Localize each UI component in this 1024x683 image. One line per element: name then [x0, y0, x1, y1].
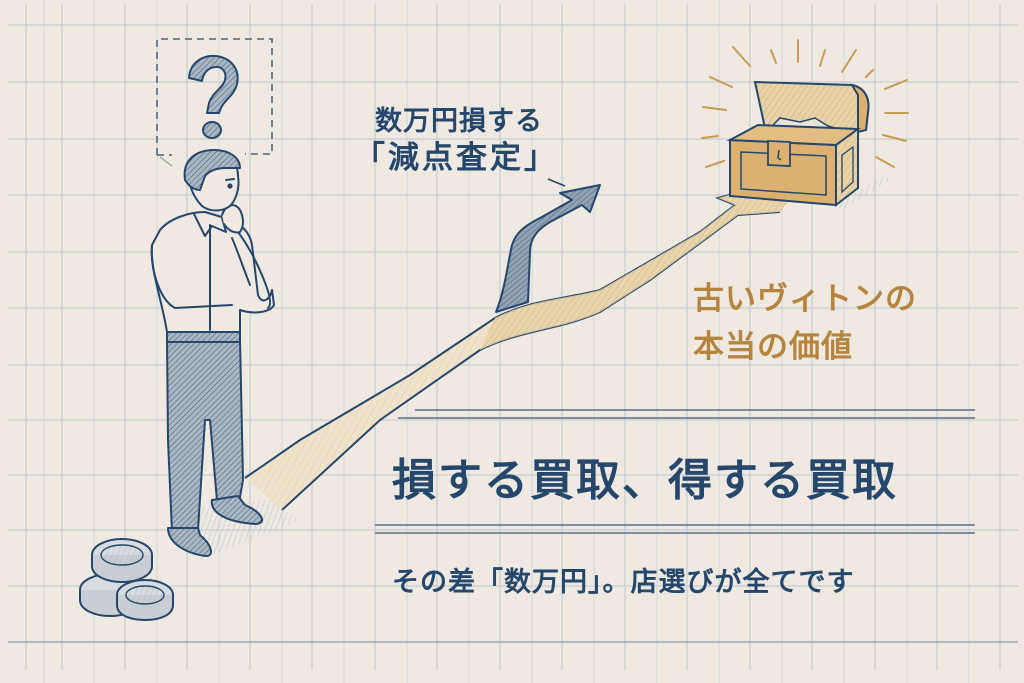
true-value-line1: 古いヴィトンの	[693, 281, 917, 317]
coin-stack-icon	[79, 538, 174, 622]
question-mark-icon	[188, 54, 239, 139]
headline-rules	[375, 409, 975, 534]
road-to-value-path	[244, 181, 800, 511]
glow-rays	[701, 39, 909, 168]
loss-label: 数万円損する 「減点査定」	[354, 104, 558, 176]
loss-label-line1: 数万円損する	[375, 106, 543, 137]
branch-arrow-icon	[495, 178, 601, 313]
treasure-chest-icon	[701, 39, 909, 210]
true-value-line2: 本当の価値	[693, 329, 853, 365]
true-value-label: 古いヴィトンの 本当の価値	[693, 275, 917, 371]
subheadline: その差「数万円」。店選びが全てです	[392, 567, 855, 598]
loss-label-line2: 「減点査定」	[354, 140, 558, 176]
headline: 損する買取、得する買取	[392, 455, 898, 506]
thinking-man	[150, 149, 300, 560]
thought-bubble	[156, 38, 273, 167]
